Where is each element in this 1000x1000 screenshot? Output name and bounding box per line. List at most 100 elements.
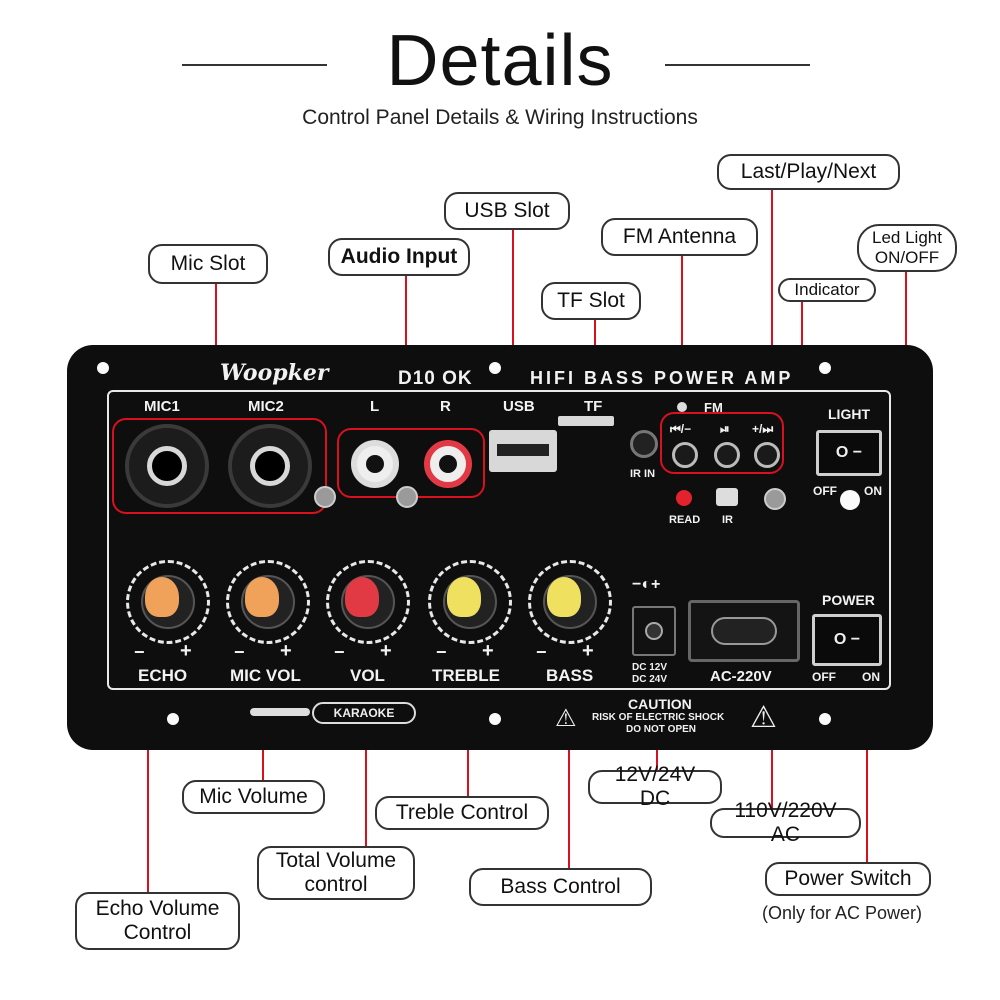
treble-label: TREBLE bbox=[432, 666, 500, 685]
buttons-highlight-box bbox=[660, 412, 784, 474]
power-switch-note: (Only for AC Power) bbox=[762, 903, 923, 923]
mount-hole bbox=[819, 362, 831, 374]
tf-slot[interactable] bbox=[558, 416, 614, 426]
vol-knob[interactable] bbox=[326, 560, 410, 644]
callout-audio-input: Audio Input bbox=[328, 238, 470, 276]
mount-hole bbox=[167, 713, 179, 725]
screw bbox=[314, 486, 336, 508]
lead-echo bbox=[147, 688, 149, 892]
echo-knob[interactable] bbox=[126, 560, 210, 644]
right-channel-label: R bbox=[440, 398, 451, 415]
panel-heading: HIFI BASS POWER AMP bbox=[530, 368, 794, 388]
callout-ac-power: 110V/220V AC bbox=[710, 799, 861, 846]
usb-port[interactable] bbox=[489, 430, 557, 472]
vol-minus: − bbox=[334, 642, 345, 662]
page-title: Details bbox=[386, 21, 614, 101]
bass-knob[interactable] bbox=[528, 560, 612, 644]
power-label: POWER bbox=[822, 592, 875, 608]
usb-label: USB bbox=[503, 398, 535, 415]
rca-left-jack[interactable] bbox=[351, 440, 399, 488]
mount-hole bbox=[819, 713, 831, 725]
callout-last-play-next: Last/Play/Next bbox=[717, 154, 900, 190]
callout-led-light-line2: ON/OFF bbox=[874, 248, 940, 267]
lead-fm-antenna bbox=[681, 256, 683, 406]
light-on-label: ON bbox=[864, 484, 882, 498]
karaoke-badge: KARAOKE bbox=[312, 702, 416, 724]
panel-inner-border bbox=[107, 390, 891, 690]
bass-label: BASS bbox=[546, 666, 594, 685]
screw bbox=[764, 488, 786, 510]
play-pause-button[interactable] bbox=[714, 442, 740, 468]
read-label: READ bbox=[669, 514, 701, 526]
fm-label: FM bbox=[704, 400, 723, 415]
callout-led-light-line1: Led Light bbox=[872, 228, 942, 247]
treble-knob[interactable] bbox=[428, 560, 512, 644]
bass-minus: − bbox=[536, 642, 547, 662]
callout-mic-slot: Mic Slot bbox=[148, 244, 268, 284]
rca-right-jack[interactable] bbox=[424, 440, 472, 488]
callout-led-light: Led Light ON/OFF bbox=[857, 224, 957, 272]
power-on-label: ON bbox=[862, 670, 880, 684]
light-off-label: OFF bbox=[813, 484, 837, 498]
light-switch[interactable]: O − bbox=[816, 430, 882, 476]
ir-receiver bbox=[716, 488, 738, 506]
mic1-jack[interactable] bbox=[125, 424, 209, 508]
ir-in-jack[interactable] bbox=[630, 430, 658, 458]
lead-total-vol bbox=[365, 688, 367, 846]
mic-vol-plus: + bbox=[280, 640, 292, 662]
dc-label-12v: DC 12V bbox=[632, 662, 668, 673]
screw bbox=[396, 486, 418, 508]
mic2-label: MIC2 bbox=[248, 398, 284, 415]
treble-plus: + bbox=[482, 640, 494, 662]
previous-button[interactable] bbox=[672, 442, 698, 468]
caution-title: CAUTION bbox=[628, 696, 692, 712]
dc-power-jack[interactable] bbox=[632, 606, 676, 656]
ir-in-label: IR IN bbox=[630, 468, 656, 480]
next-button[interactable] bbox=[754, 442, 780, 468]
model-label: D10 OK bbox=[398, 368, 473, 389]
callout-total-volume-line2: control bbox=[304, 873, 368, 896]
title-rule-left bbox=[182, 64, 327, 66]
callout-echo-volume-line2: Control bbox=[123, 921, 192, 944]
mount-hole bbox=[489, 362, 501, 374]
treble-minus: − bbox=[436, 642, 447, 662]
lead-bass bbox=[568, 688, 570, 868]
caution-line2: DO NOT OPEN bbox=[626, 724, 697, 735]
tf-label: TF bbox=[584, 398, 603, 415]
mic-vol-minus: − bbox=[234, 642, 245, 662]
dc-polarity-symbol: −◐+ bbox=[632, 576, 661, 593]
lead-power-switch bbox=[866, 688, 868, 862]
indicator-led bbox=[676, 490, 692, 506]
title-rule-right bbox=[665, 64, 810, 66]
ac-label: AC-220V bbox=[710, 668, 772, 685]
mic-vol-knob[interactable] bbox=[226, 560, 310, 644]
left-channel-label: L bbox=[370, 398, 380, 415]
callout-total-volume: Total Volume control bbox=[257, 846, 415, 900]
callout-treble-control: Treble Control bbox=[375, 796, 549, 830]
callout-usb-slot: USB Slot bbox=[444, 192, 570, 230]
caution-line1: RISK OF ELECTRIC SHOCK bbox=[592, 712, 725, 723]
vol-plus: + bbox=[380, 640, 392, 662]
amplifier-panel bbox=[67, 345, 933, 750]
mic-vol-label: MIC VOL bbox=[230, 666, 301, 685]
warning-icon: ⚠ bbox=[555, 705, 577, 732]
fm-antenna-wire bbox=[677, 402, 687, 412]
vol-label: VOL bbox=[350, 666, 385, 685]
power-switch[interactable]: O − bbox=[812, 614, 882, 666]
callout-echo-volume: Echo Volume Control bbox=[75, 892, 240, 950]
ac-power-socket[interactable] bbox=[688, 600, 800, 662]
prev-label: ⏮/− bbox=[670, 422, 692, 436]
echo-plus: + bbox=[180, 640, 192, 662]
mic1-label: MIC1 bbox=[144, 398, 180, 415]
callout-power-switch: Power Switch bbox=[765, 862, 931, 896]
callout-fm-antenna: FM Antenna bbox=[601, 218, 758, 256]
callout-tf-slot: TF Slot bbox=[541, 282, 641, 320]
callout-dc-power: 12V/24V DC bbox=[588, 763, 722, 810]
mount-hole bbox=[489, 713, 501, 725]
callout-total-volume-line1: Total Volume bbox=[275, 849, 397, 872]
callout-echo-volume-line1: Echo Volume bbox=[95, 897, 220, 920]
mount-hole bbox=[97, 362, 109, 374]
warning-icon: ⚠ bbox=[750, 701, 777, 734]
mic2-jack[interactable] bbox=[228, 424, 312, 508]
ir-label: IR bbox=[722, 514, 733, 526]
